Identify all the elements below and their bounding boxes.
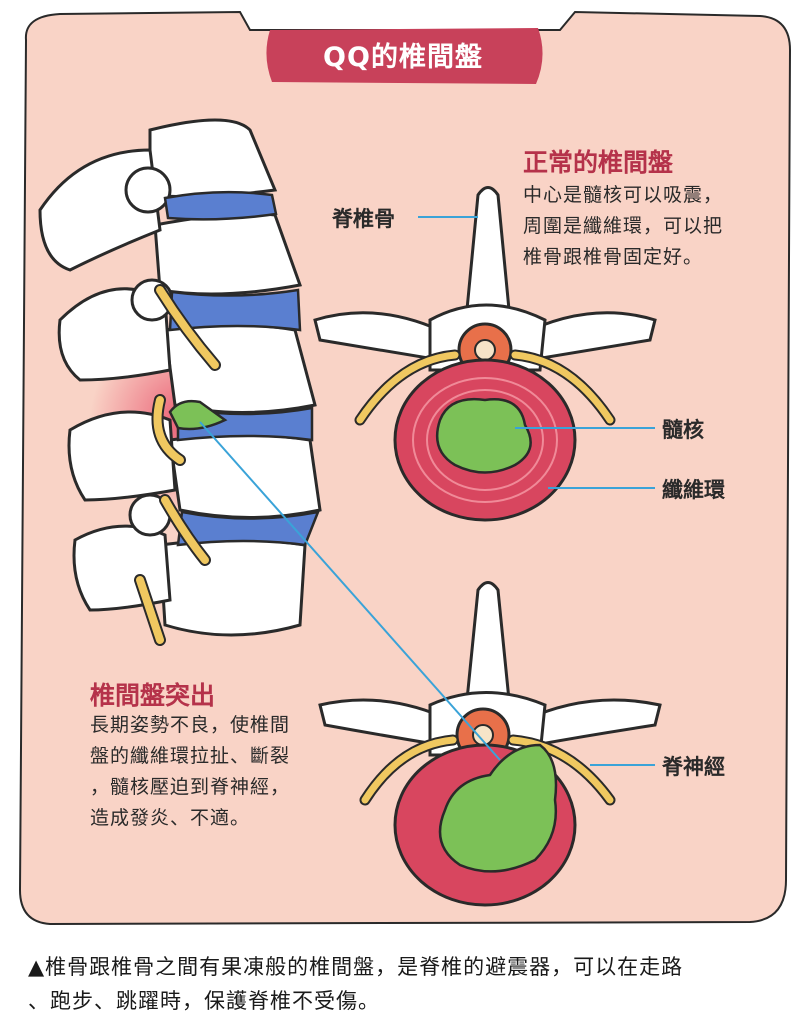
nerve-root bbox=[156, 286, 219, 369]
nerve-root bbox=[136, 576, 164, 644]
herniated-disc-heading: 椎間盤突出 bbox=[90, 681, 216, 710]
caption-line: 、跑步、跳躍時，保護脊椎不受傷。 bbox=[28, 989, 380, 1013]
herniated-desc-line: 造成發炎、不適。 bbox=[90, 807, 251, 829]
spinal-nerve-right bbox=[511, 351, 614, 424]
diagram-canvas bbox=[18, 10, 792, 926]
spinal-nerve-left bbox=[356, 351, 459, 424]
leader-line-herniation bbox=[199, 421, 501, 761]
spinal-nerve-right bbox=[509, 736, 614, 804]
normal-desc-line: 中心是髓核可以吸震， bbox=[523, 184, 724, 206]
disc-side bbox=[168, 288, 302, 332]
label-nucleus: 髓核 bbox=[662, 418, 704, 442]
herniation-bulge bbox=[168, 399, 228, 431]
side-spine-illustration bbox=[38, 118, 322, 646]
page-title: QQ的椎間盤 bbox=[323, 41, 483, 73]
label-annulus: 纖維環 bbox=[662, 478, 725, 502]
normal-desc-line: 周圍是纖維環，可以把 bbox=[523, 215, 724, 237]
normal-disc-heading: 正常的椎間盤 bbox=[523, 148, 674, 177]
title-pill-shape bbox=[266, 28, 543, 84]
herniated-desc-line: 長期姿勢不良，使椎間 bbox=[90, 714, 291, 736]
caption-line: ▲椎骨跟椎骨之間有果凍般的椎間盤，是脊椎的避震器，可以在走路 bbox=[28, 955, 684, 979]
herniated-desc-line: ，髓核壓迫到脊神經， bbox=[90, 776, 291, 798]
herniated-desc-line: 盤的纖維環拉扯、斷裂 bbox=[90, 745, 291, 767]
vertebra-body bbox=[153, 212, 303, 296]
disc-side bbox=[176, 510, 320, 547]
vertebra-process bbox=[67, 410, 177, 502]
herniated-disc-description: 長期姿勢不良，使椎間 盤的纖維環拉扯、斷裂 ，髓核壓迫到脊神經， 造成發炎、不適… bbox=[90, 710, 290, 834]
normal-disc-illustration bbox=[313, 186, 657, 522]
normal-desc-line: 椎骨跟椎骨固定好。 bbox=[523, 246, 704, 268]
herniated-disc-illustration bbox=[318, 581, 662, 907]
vertebra-body bbox=[158, 538, 307, 637]
herniated-nucleus bbox=[438, 743, 558, 873]
nerve-root bbox=[161, 496, 209, 564]
vertebra-process bbox=[72, 524, 172, 612]
spinal-nerve-left bbox=[361, 736, 457, 804]
facet-joint bbox=[124, 166, 172, 214]
nucleus-pulposus bbox=[435, 397, 532, 474]
disc-side bbox=[163, 190, 278, 221]
spinous-process bbox=[464, 186, 512, 322]
nerve-root bbox=[153, 396, 184, 464]
vertebra-body bbox=[168, 433, 322, 519]
label-vertebra: 脊椎骨 bbox=[332, 207, 395, 231]
label-nerve: 脊神經 bbox=[662, 755, 725, 779]
normal-disc-description: 中心是髓核可以吸震， 周圍是纖維環，可以把 椎骨跟椎骨固定好。 bbox=[523, 180, 723, 273]
figure-caption: ▲椎骨跟椎骨之間有果凍般的椎間盤，是脊椎的避震器，可以在走路 、跑步、跳躍時，保… bbox=[28, 950, 788, 1018]
spinous-process bbox=[464, 581, 512, 712]
